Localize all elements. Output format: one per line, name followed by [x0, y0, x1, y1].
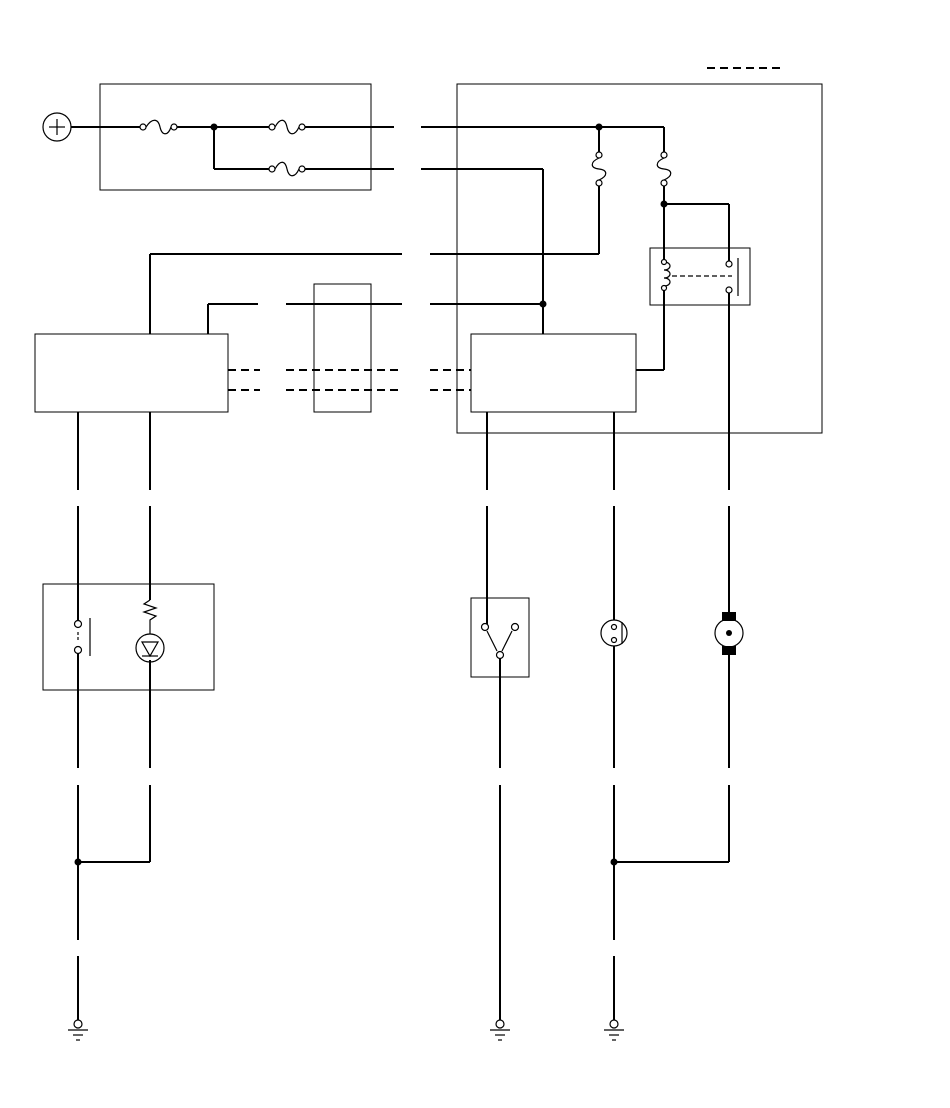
motor-icon	[714, 612, 744, 655]
control-module-right	[470, 333, 637, 413]
fuse-icon	[268, 161, 306, 177]
relay	[649, 247, 751, 306]
fuse-icon	[139, 119, 178, 135]
control-module-left	[34, 333, 229, 413]
connector-block	[313, 283, 372, 413]
fuse-icon	[591, 151, 607, 187]
relay-contact-icon	[725, 258, 739, 296]
fuse-box	[99, 83, 372, 191]
switch-icon	[73, 618, 91, 656]
relay-box-wiring	[421, 123, 730, 490]
communication-lines	[228, 369, 471, 391]
ground-symbol	[68, 1019, 88, 1041]
selector-switch	[470, 597, 530, 678]
ground-symbol	[490, 1019, 510, 1041]
vertical-wiring	[74, 412, 730, 1020]
fuse-box-wiring	[71, 123, 394, 170]
fuse-icon	[656, 151, 672, 187]
relay-coil-icon	[660, 258, 732, 292]
ground-symbol	[604, 1019, 624, 1041]
sensor-icon	[600, 619, 628, 647]
harness-wiring-left	[149, 253, 402, 334]
switch-lamp-unit	[42, 583, 215, 691]
resistor-icon	[142, 599, 158, 634]
led-icon	[135, 633, 165, 663]
battery-positive-icon	[42, 112, 72, 142]
selector-switch-icon	[480, 622, 520, 660]
fuse-icon	[268, 119, 306, 135]
relay-box	[456, 83, 823, 434]
